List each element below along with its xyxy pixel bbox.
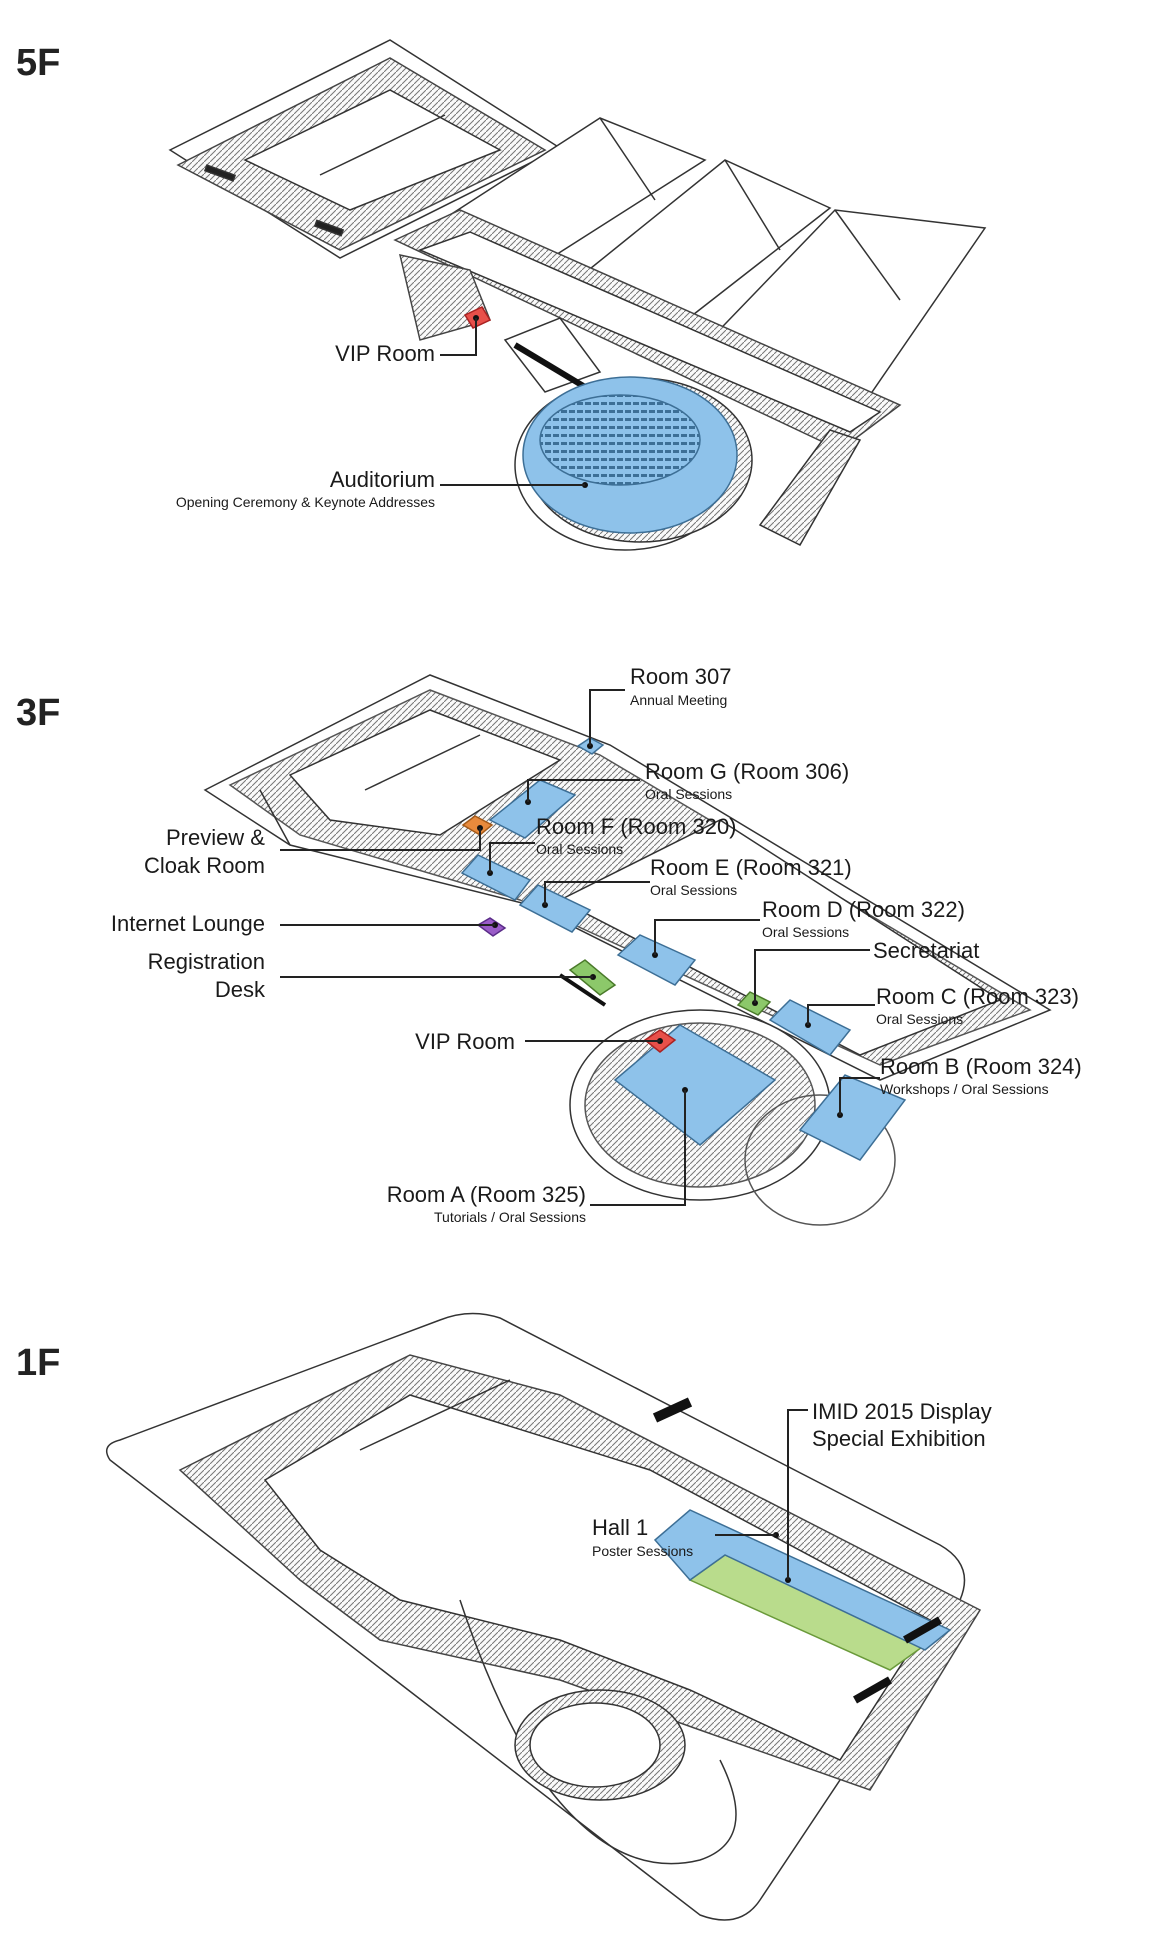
floor-5f-plan [168,39,987,551]
room-307-label: Room 307 [630,664,732,689]
preview-cloak-label-line2: Cloak Room [143,853,265,878]
room-f-highlight [460,854,532,901]
secretariat-label: Secretariat [873,938,980,963]
floor-label-1f: 1F [16,1342,61,1384]
floor-1f-leader-lines [715,1409,808,1580]
hall-1-highlight [653,1509,952,1651]
room-a-sublabel: Tutorials / Oral Sessions [434,1209,586,1225]
room-g-highlight [488,779,577,839]
auditorium-sublabel: Opening Ceremony & Keynote Addresses [175,494,435,510]
registration-desk-label-line2: Desk [214,977,265,1002]
room-e-sublabel: Oral Sessions [650,882,738,898]
floor-label-3f: 3F [16,692,61,734]
room-b-highlight [798,1074,907,1161]
internet-lounge-label: Internet Lounge [110,911,265,936]
room-f-label: Room F (Room 320) [536,814,737,839]
room-a-label: Room A (Room 325) [386,1182,586,1207]
room-f-sublabel: Oral Sessions [536,841,624,857]
room-c-sublabel: Oral Sessions [876,1011,964,1027]
room-307-sublabel: Annual Meeting [630,692,728,708]
preview-cloak-label-line1: Preview & [165,825,265,850]
special-exhibition-label-line2: Special Exhibition [812,1426,986,1451]
room-c-label: Room C (Room 323) [876,984,1079,1009]
room-d-label: Room D (Room 322) [762,897,965,922]
floor-label-5f: 5F [16,42,61,84]
vip-room-3f-label: VIP Room [415,1029,515,1054]
room-d-sublabel: Oral Sessions [762,924,850,940]
room-e-highlight [518,884,592,933]
floor-3f-plan [203,674,1052,1226]
internet-lounge-highlight [476,917,507,937]
preview-cloak-highlight [461,815,494,836]
hall-1-sublabel: Poster Sessions [592,1543,694,1559]
room-c-highlight [768,999,852,1056]
vip-room-5f-label: VIP Room [335,341,435,366]
room-b-sublabel: Workshops / Oral Sessions [880,1081,1049,1097]
room-e-label: Room E (Room 321) [650,855,852,880]
floor-1f-plan [105,1312,982,1921]
room-d-highlight [616,934,697,986]
hall-1-label: Hall 1 [592,1515,649,1540]
room-g-label: Room G (Room 306) [645,759,850,784]
floor-3f-leader-lines [280,689,880,1206]
room-g-sublabel: Oral Sessions [645,786,733,802]
room-b-label: Room B (Room 324) [880,1054,1082,1079]
registration-desk-label-line1: Registration [147,949,265,974]
special-exhibition-label-line1: IMID 2015 Display [812,1399,992,1424]
floor-5f-leader-lines [440,318,585,486]
auditorium-label: Auditorium [329,467,435,492]
